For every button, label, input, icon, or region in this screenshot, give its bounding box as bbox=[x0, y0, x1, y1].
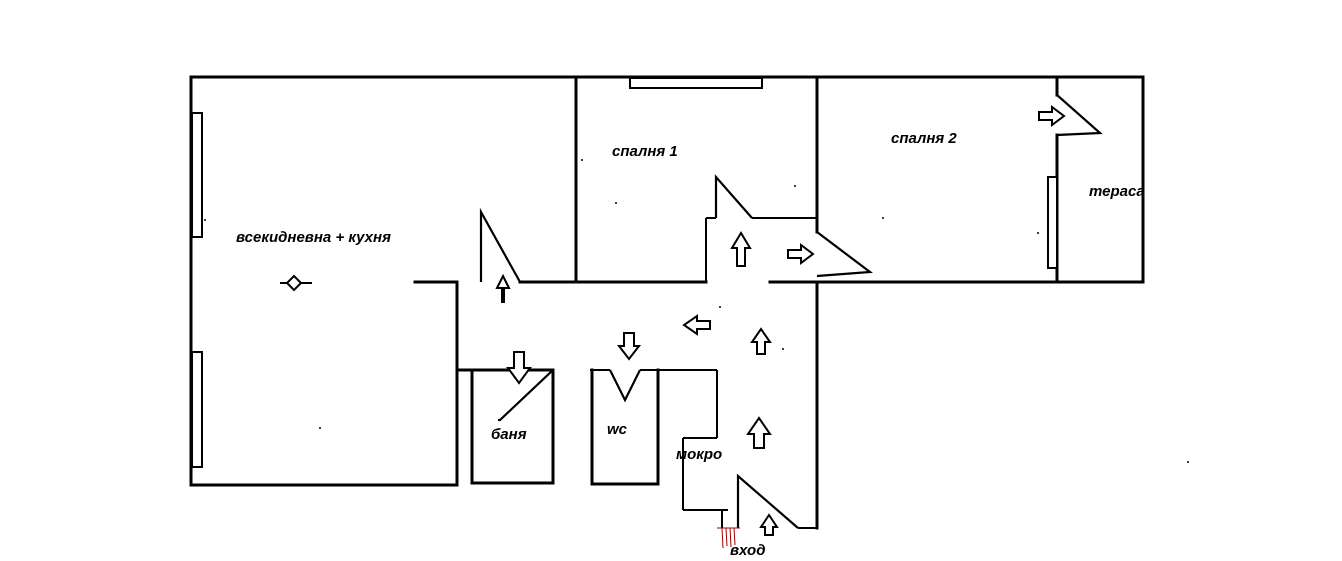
flow-arrows bbox=[495, 105, 1066, 536]
label-wet-area: мокро bbox=[676, 446, 722, 463]
arrow-down-icon bbox=[616, 332, 642, 361]
walls bbox=[189, 75, 1145, 530]
arrow-up-icon bbox=[730, 231, 752, 267]
arrow-up-icon bbox=[495, 273, 511, 303]
label-living: всекидневна + кухня bbox=[236, 229, 391, 246]
specks bbox=[204, 159, 1189, 463]
doors bbox=[479, 94, 1103, 529]
door-living bbox=[479, 207, 521, 283]
label-bedroom1: спалня 1 bbox=[612, 143, 678, 160]
door-wc bbox=[609, 369, 641, 403]
arrow-right-icon bbox=[787, 243, 815, 265]
door-bedroom2 bbox=[816, 231, 873, 278]
arrow-up-icon bbox=[746, 416, 772, 449]
window-living-lower bbox=[191, 351, 203, 468]
entrance-marks bbox=[717, 527, 740, 549]
label-bedroom2: спалня 2 bbox=[891, 130, 957, 147]
label-wc: wc bbox=[607, 421, 628, 438]
window-living-upper bbox=[191, 112, 203, 238]
room-labels: всекидневна + кухня спалня 1 спалня 2 те… bbox=[236, 130, 1145, 559]
label-terrace: тераса bbox=[1089, 183, 1145, 200]
door-terrace bbox=[1056, 94, 1103, 137]
window-bedroom1 bbox=[629, 77, 763, 89]
ceiling-light-icon bbox=[280, 274, 312, 292]
label-entrance: вход bbox=[730, 542, 765, 559]
windows bbox=[191, 77, 1058, 468]
door-bathroom bbox=[498, 369, 554, 422]
arrow-down-icon bbox=[506, 351, 532, 385]
label-bathroom: баня bbox=[491, 426, 527, 443]
arrow-right-icon bbox=[1038, 105, 1066, 127]
arrow-up-icon bbox=[750, 327, 772, 355]
arrow-up-icon bbox=[759, 513, 779, 536]
arrow-left-icon bbox=[682, 314, 711, 336]
door-entrance bbox=[736, 473, 799, 529]
window-terrace bbox=[1047, 176, 1058, 269]
door-bedroom1 bbox=[714, 174, 753, 219]
